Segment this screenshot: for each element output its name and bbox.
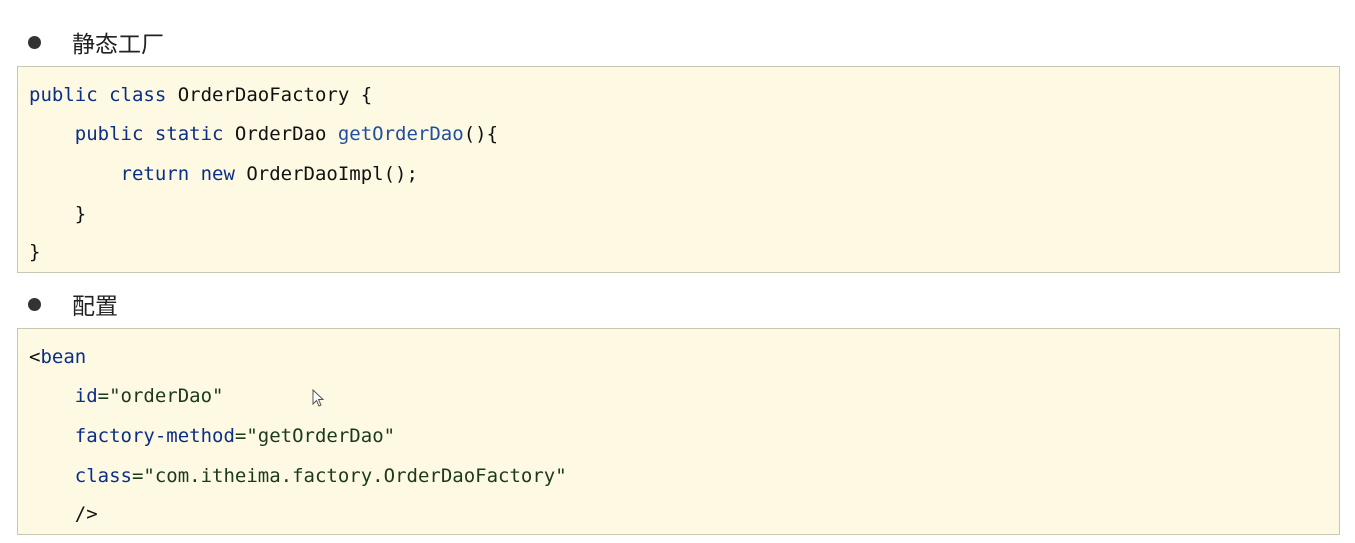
code-line: } (29, 201, 86, 227)
code-line: public static OrderDao getOrderDao(){ (29, 121, 498, 147)
code-token: ="getOrderDao" (234, 425, 396, 447)
code-line: class="com.itheima.factory.OrderDaoFacto… (29, 463, 567, 489)
code-token: OrderDaoFactory { (166, 84, 373, 106)
code-token: } (29, 203, 87, 225)
code-token: ="orderDao" (97, 385, 224, 407)
code-block-xml: <bean id="orderDao" factory-method="getO… (17, 328, 1340, 535)
code-line: factory-method="getOrderDao" (29, 423, 395, 449)
bullet-icon (28, 35, 41, 49)
heading-text: 静态工厂 (72, 32, 164, 58)
bullet-icon (28, 297, 41, 311)
code-token (29, 385, 75, 407)
section-heading-config: 配置 (28, 288, 118, 320)
code-line: return new OrderDaoImpl(); (29, 161, 418, 187)
code-line: public class OrderDaoFactory { (29, 82, 372, 108)
code-token: ="com.itheima.factory.OrderDaoFactory" (131, 465, 567, 487)
code-block-java: public class OrderDaoFactory { public st… (17, 66, 1340, 273)
code-token: } (29, 241, 41, 263)
code-token: bean (40, 346, 87, 368)
code-token: < (29, 346, 41, 368)
code-token: OrderDao (223, 123, 338, 145)
code-token: public class (29, 84, 167, 106)
mouse-pointer-icon (312, 389, 325, 407)
code-token: factory-method (74, 425, 235, 447)
code-token (29, 465, 75, 487)
code-token: return new (29, 163, 235, 185)
code-line: } (29, 239, 40, 265)
section-heading-static-factory: 静态工厂 (28, 26, 164, 58)
code-token: getOrderDao (337, 123, 464, 145)
code-token: (){ (463, 123, 499, 145)
code-line: <bean (29, 344, 86, 370)
code-line: id="orderDao" (29, 383, 224, 409)
heading-text: 配置 (72, 294, 118, 320)
code-line: /> (29, 501, 98, 527)
code-token: public static (29, 123, 224, 145)
code-token: class (74, 465, 132, 487)
code-token (29, 425, 75, 447)
code-token: id (74, 385, 98, 407)
code-token: OrderDaoImpl(); (234, 163, 418, 185)
code-token: /> (29, 503, 98, 525)
